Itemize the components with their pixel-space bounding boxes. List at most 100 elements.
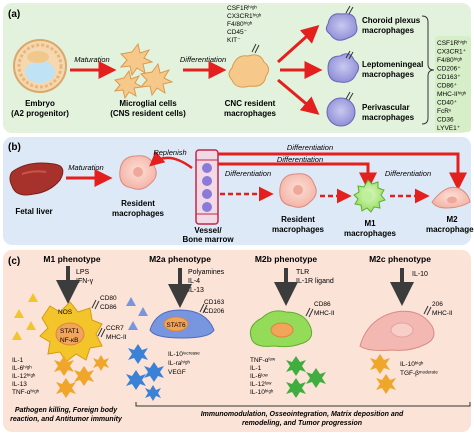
m2c-secreted: IL-10ʰⁱᵍʰ: [400, 360, 424, 368]
m1-nos-label: NOS: [58, 309, 73, 316]
m2a-receptor: CD206: [204, 308, 225, 315]
resident-label-2: Resident: [281, 215, 315, 224]
m2b-secreted: IL-1: [250, 365, 262, 372]
resident-label-1: Resident: [121, 199, 155, 208]
marker-item: CD163⁺: [437, 74, 461, 81]
m2-footer-2: remodeling, and Tumor progression: [242, 420, 362, 427]
resident-sub-label-2: macrophages: [272, 225, 325, 234]
marker-item: CD206⁺: [437, 66, 461, 73]
panel-b-label: (b): [8, 142, 21, 153]
choroid-macrophage-icon: [325, 5, 358, 41]
m2b-stimulus: IL-1R ligand: [296, 278, 334, 285]
m2c-macrophage-cell-icon: [359, 310, 435, 351]
m2c-receptor: MHC-II: [432, 310, 453, 317]
differentiation-label-b3: Differentiation: [225, 169, 271, 178]
m1-nfkb-label: NF-κB: [60, 337, 78, 344]
m1-receptor: CD80: [100, 295, 117, 302]
m1-stat1-label: STAT1: [60, 328, 80, 335]
m1-secreted: IL-6ʰⁱᵍʰ: [12, 364, 32, 372]
m1-secreted: IL-12ʰⁱᵍʰ: [12, 372, 36, 380]
marker-item: CD36: [437, 117, 454, 124]
m2a-receptor-icon: [202, 304, 208, 314]
vessel-icon: [195, 149, 219, 225]
replenish-arrow: [149, 150, 193, 170]
m2b-receptor: CD86: [314, 301, 331, 308]
marker-item: CX3CR1⁺: [437, 49, 467, 56]
embryo-sub-label: (A2 progenitor): [11, 109, 69, 118]
arrow-to-choroid: [276, 24, 320, 64]
m1-phenotype-title: M1 phenotype: [43, 254, 100, 264]
panel-c-background: [3, 250, 471, 432]
m1-secreted-list: IL-1 IL-6ʰⁱᵍʰ IL-12ʰⁱᵍʰ IL-13 TNF-αʰⁱᵍʰ: [12, 357, 40, 396]
marker-item: FcRⁿ: [437, 108, 452, 115]
m1-stimulus: IFN-γ: [76, 278, 94, 285]
m1-receptor: CD86: [100, 304, 117, 311]
panel-c-label: (c): [8, 256, 20, 267]
m1-receptor-icon: [94, 300, 100, 310]
m2b-receptor-icon: [308, 308, 314, 318]
m2a-stat6-label: STAT6: [166, 322, 186, 329]
m1-triangles-icon: [12, 293, 38, 340]
marker-item: F4/80ʰⁱᵍʰ: [437, 56, 463, 64]
cnc-marker: CSF1Rʰⁱᵍʰ: [227, 4, 257, 12]
perivascular-macrophage-icon: [326, 91, 356, 127]
m2b-stimulus: TLR: [296, 269, 309, 276]
m2c-receptor: 206: [432, 301, 443, 308]
choroid-sub-label: macrophages: [362, 26, 415, 35]
m2a-triangles-icon: [126, 297, 148, 330]
cnc-marker: KIT⁻: [227, 37, 241, 44]
m2c-secreted-list: IL-10ʰⁱᵍʰ TGF-βᵐᵒᵈᵉʳᵃᵗᵉ: [400, 360, 438, 377]
microglial-cells-icon: [113, 42, 174, 100]
m1-receptor2: MHC-II: [106, 334, 127, 341]
microglia-sub-label: (CNS resident cells): [110, 109, 186, 118]
m1-secreted: IL-13: [12, 381, 27, 388]
m1-receptor-icon: [91, 299, 97, 309]
differentiation-label-b4: Differentiation: [385, 169, 431, 178]
m1-sub-label: macrophages: [344, 229, 397, 238]
m2c-receptor-icon: [423, 305, 429, 315]
embryo-label: Embryo: [25, 99, 55, 108]
m2b-receptor: MHC-II: [314, 310, 335, 317]
cnc-marker: CX3CR1ʰⁱᵍʰ: [227, 12, 262, 20]
m2b-secreted: TNF-αˡᵒʷ: [250, 357, 276, 364]
m2a-secreted: IL-10ⁱⁿᶜʳᵉᵃˢᵉ: [168, 350, 200, 358]
differentiation-arrow-to-m1: [218, 162, 377, 191]
m2c-stimulus: IL-10: [412, 271, 428, 278]
marker-item: LYVE1⁺: [437, 125, 461, 132]
resident-macrophage-icon-1: [119, 155, 157, 190]
m2b-receptor-icon: [305, 307, 311, 317]
m2a-secreted-spikes-icon: [126, 344, 164, 401]
cnc-macrophage-icon: [228, 43, 270, 88]
fetal-liver-icon: [9, 162, 64, 196]
m1-footer: Pathogen killing, Foreign body: [15, 407, 118, 414]
differentiation-label-b1: Differentiation: [287, 143, 333, 152]
m2-footer-bracket: [135, 402, 471, 407]
m1-macrophage-cell-icon: [39, 301, 103, 363]
marker-item: MHC-IIʰⁱᵍʰ: [437, 90, 467, 98]
differentiation-arrow-to-m2: [218, 152, 467, 191]
m2a-receptor: CD163: [204, 299, 225, 306]
perivascular-sub-label: macrophages: [362, 113, 415, 122]
maturation-label-b: Maturation: [68, 163, 103, 172]
m2b-macrophage-cell-icon: [249, 310, 313, 348]
m2-sub-label: macrophages: [426, 225, 474, 234]
m2b-secreted-spikes-icon: [286, 356, 326, 398]
cnc-sub-label: macrophages: [224, 109, 277, 118]
cnc-marker: F4/80ʰⁱᵍʰ: [227, 20, 253, 28]
m2c-secreted: TGF-βᵐᵒᵈᵉʳᵃᵗᵉ: [400, 370, 438, 377]
m2a-stimulus: IL-4: [188, 278, 200, 285]
m1-macrophage-icon: [353, 179, 386, 213]
embryo-icon: [13, 39, 67, 93]
cnc-marker: CD45⁻: [227, 29, 248, 36]
m2b-secreted: IL-6ˡᵒʷ: [250, 373, 269, 380]
leptomeningeal-sub-label: macrophages: [362, 70, 415, 79]
m1-receptor-icon-2: [100, 328, 106, 338]
markers-box: [435, 36, 471, 132]
cnc-markers-list: CSF1Rʰⁱᵍʰ CX3CR1ʰⁱᵍʰ F4/80ʰⁱᵍʰ CD45⁻ KIT…: [227, 4, 262, 44]
macrophage-markers-list: CSF1Rʰⁱᵍʰ CX3CR1⁺ F4/80ʰⁱᵍʰ CD206⁺ CD163…: [437, 39, 467, 132]
m2-footer: Immunomodulation, Osseointegration, Matr…: [201, 411, 404, 418]
markers-bracket: [421, 15, 435, 125]
m2c-secreted-spikes-icon: [370, 354, 396, 394]
m1-secreted-spikes-icon: [54, 355, 109, 398]
